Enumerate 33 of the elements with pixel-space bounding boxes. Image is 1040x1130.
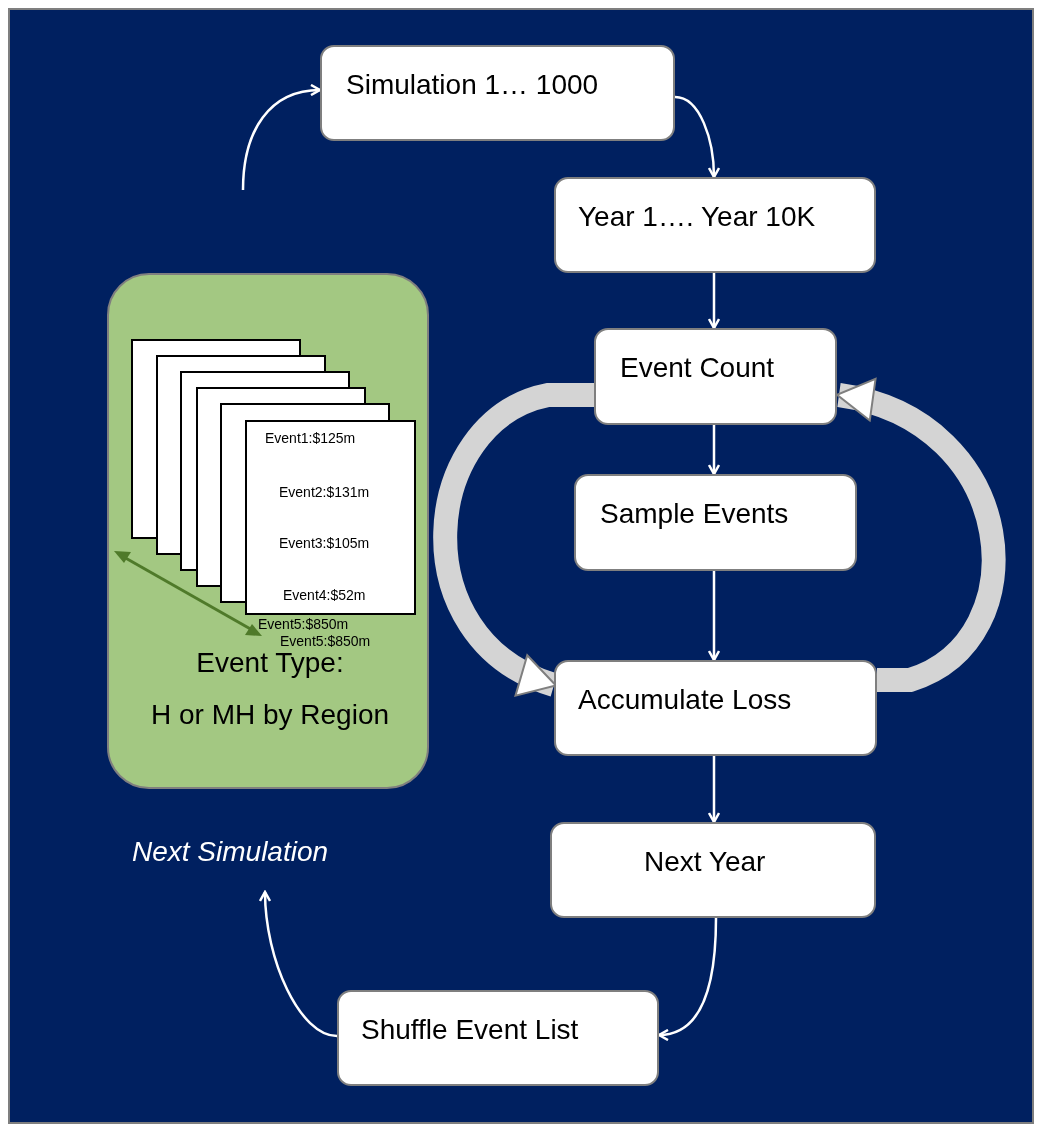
step-label: Simulation 1… 1000 — [346, 69, 599, 101]
arrow — [707, 273, 721, 330]
step-label: Sample Events — [600, 498, 789, 530]
process-box — [320, 45, 675, 141]
step-label: Year 1…. Year 10K — [578, 201, 816, 233]
process-box — [337, 990, 659, 1086]
event-loss-text: Event1:$125m — [265, 430, 356, 446]
process-box — [574, 474, 857, 571]
process-box — [550, 822, 876, 918]
event-type-panel — [107, 273, 429, 789]
arrow — [707, 425, 721, 476]
event-list-card — [245, 420, 416, 615]
process-box — [594, 328, 837, 425]
arrow — [241, 84, 322, 191]
event-type-text: H or MH by Region — [149, 699, 391, 731]
arrow — [657, 917, 718, 1041]
event-loss-text: Event2:$131m — [279, 484, 370, 500]
step-label: Accumulate Loss — [578, 684, 792, 716]
event-loss-text: Event5:$850m — [280, 633, 371, 649]
process-box — [554, 177, 876, 273]
process-box — [554, 660, 877, 756]
arrow — [259, 890, 338, 1038]
step-label: Event Count — [620, 352, 775, 384]
event-type-text: Event Type: — [195, 647, 345, 679]
loop-label: Next Simulation — [132, 836, 329, 867]
arrow — [707, 756, 721, 824]
step-label: Next Year — [644, 846, 766, 878]
event-loss-text: Event3:$105m — [279, 535, 370, 551]
block-arrow — [433, 383, 594, 697]
arrow — [707, 571, 721, 662]
event-loss-text: Event4:$52m — [283, 587, 366, 603]
arrow — [674, 95, 720, 179]
step-label: Shuffle Event List — [361, 1014, 579, 1046]
